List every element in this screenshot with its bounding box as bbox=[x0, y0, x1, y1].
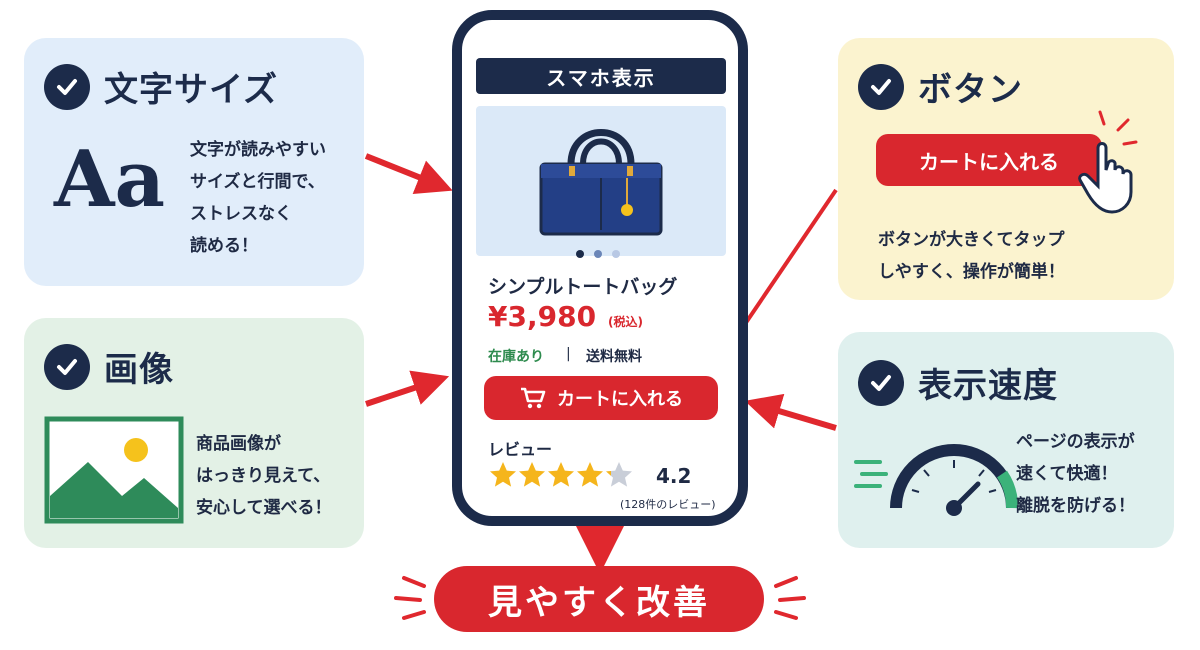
card-description: ページの表示が 速くて快適！ 離脱を防げる！ bbox=[1016, 432, 1135, 516]
bag-icon bbox=[539, 129, 663, 236]
star-icon bbox=[490, 462, 516, 487]
price-tax-note: (税込) bbox=[608, 315, 643, 329]
star-icon bbox=[606, 462, 632, 487]
burst-lines bbox=[394, 576, 806, 620]
sample-cart-button[interactable]: カートに入れる bbox=[876, 134, 1102, 186]
add-to-cart-label: カートに入れる bbox=[557, 389, 683, 410]
check-icon bbox=[44, 63, 90, 110]
phone-header: スマホ表示 bbox=[476, 58, 726, 94]
cart-icon bbox=[521, 387, 546, 409]
product-image[interactable] bbox=[476, 106, 726, 256]
star-icon bbox=[577, 462, 603, 487]
stock-status: 在庫あり bbox=[488, 349, 544, 365]
review-label: レビュー bbox=[488, 440, 553, 459]
card-title-button: ボタン bbox=[918, 70, 1023, 110]
card-description: 商品画像が はっきり見えて、 安心して選べる！ bbox=[196, 434, 332, 518]
arrow-speed-to-phone bbox=[744, 393, 837, 431]
carousel-dot[interactable] bbox=[594, 250, 602, 258]
star-icon bbox=[548, 462, 574, 487]
card-title-speed: 表示速度 bbox=[918, 366, 1058, 406]
check-icon bbox=[858, 63, 904, 110]
review-count[interactable]: (128件のレビュー) bbox=[620, 498, 716, 511]
card-speed: 表示速度 ページの表示が 速くて快適！ 離脱を防げる！ bbox=[838, 332, 1174, 548]
card-image: 画像 商品画像が はっきり見えて、 安心して選べる！ bbox=[24, 318, 364, 548]
arrow-text-to-phone bbox=[364, 153, 453, 195]
card-description: ボタンが大きくてタップ しやすく、操作が簡単！ bbox=[878, 230, 1065, 282]
check-icon bbox=[44, 343, 90, 390]
carousel-dot-active[interactable] bbox=[576, 250, 584, 258]
arrow-image-to-phone bbox=[365, 370, 450, 407]
product-price: ¥3,980 bbox=[488, 300, 597, 333]
product-name: シンプルトートバッグ bbox=[488, 276, 678, 298]
phone-mockup: スマホ表示 シンプルトートバッグ ¥3,980 (税込) 在庫あり | 送料無料… bbox=[452, 10, 748, 526]
card-text-size: 文字サイズ Aa 文字が読みやすい サイズと行間で、 ストレスなく 読める！ bbox=[24, 38, 364, 286]
speedometer-icon bbox=[854, 444, 1018, 516]
check-icon bbox=[858, 359, 904, 406]
image-icon bbox=[44, 416, 184, 524]
pointer-hand-icon bbox=[1078, 110, 1138, 214]
rating-value: 4.2 bbox=[656, 464, 692, 488]
shipping-info: 送料無料 bbox=[586, 349, 642, 365]
separator: | bbox=[566, 346, 571, 362]
card-description: 文字が読みやすい サイズと行間で、 ストレスなく 読める！ bbox=[190, 140, 326, 256]
card-button: ボタン カートに入れる ボタンが大きくてタップ しやすく、操作が簡単！ bbox=[838, 38, 1174, 300]
star-icon bbox=[519, 462, 545, 487]
star-rating bbox=[490, 462, 632, 487]
card-title-image: 画像 bbox=[104, 350, 174, 390]
font-sample-icon: Aa bbox=[54, 134, 166, 225]
add-to-cart-button[interactable]: カートに入れる bbox=[484, 376, 718, 420]
card-title-text-size: 文字サイズ bbox=[104, 70, 278, 110]
carousel-dot[interactable] bbox=[612, 250, 620, 258]
result-badge: 見やすく改善 bbox=[434, 566, 764, 632]
